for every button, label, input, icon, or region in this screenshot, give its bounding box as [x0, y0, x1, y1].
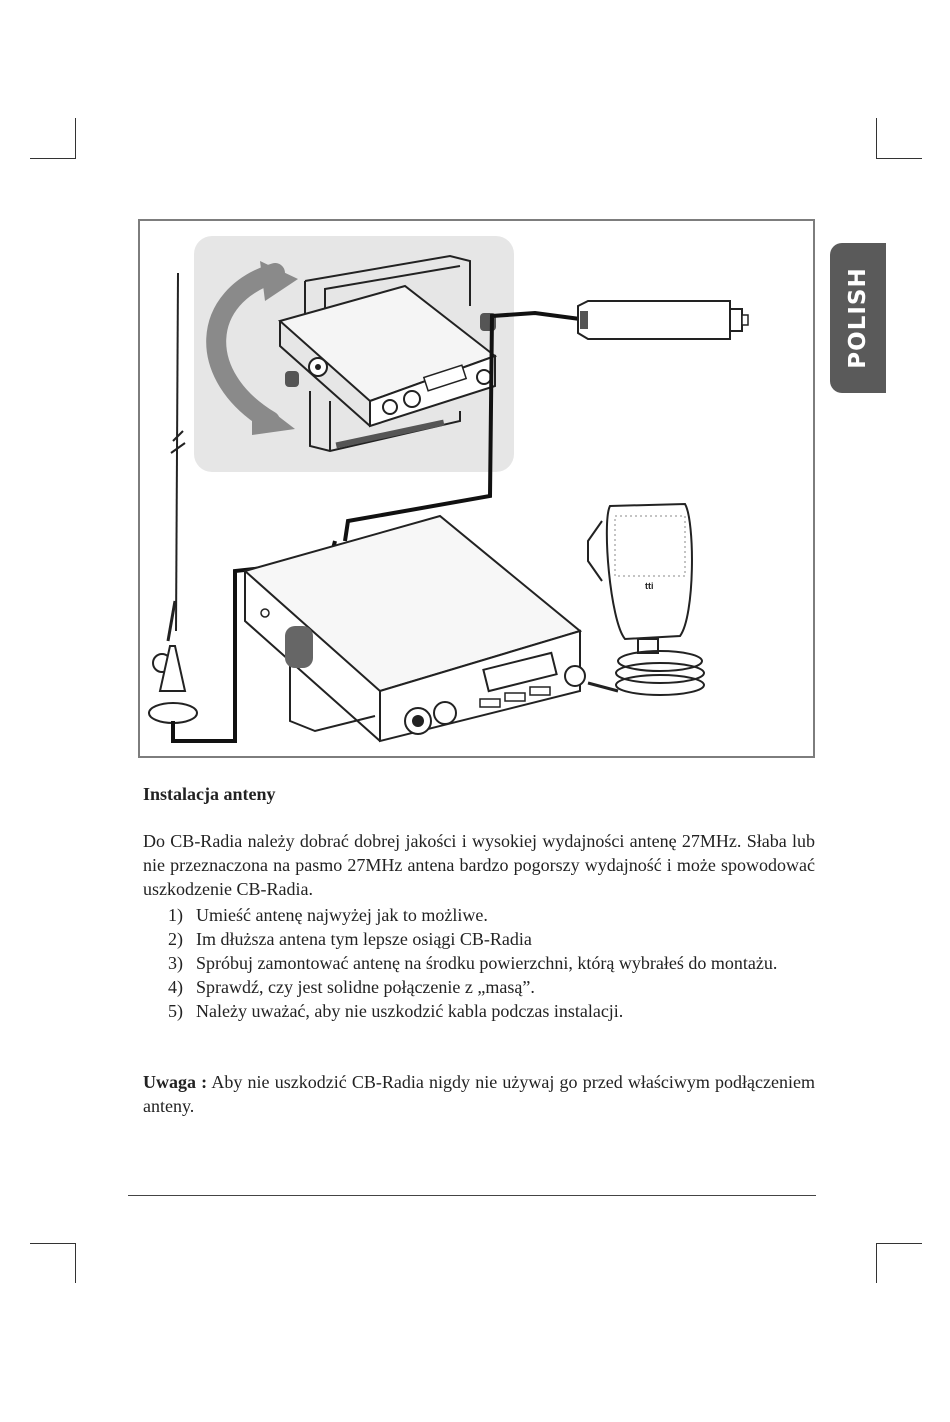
- instruction-list: 1)Umieść antenę najwyżej jak to możliwe.…: [143, 903, 815, 1023]
- crop-mark-top-right-h: [876, 158, 922, 159]
- list-item: 2)Im dłuższa antena tym lepsze osiągi CB…: [168, 929, 532, 949]
- bracket-inset: [194, 236, 514, 472]
- list-item: 4)Sprawdź, czy jest solidne połączenie z…: [168, 977, 535, 997]
- crop-mark-top-left-h: [30, 158, 76, 159]
- list-item: 3)Spróbuj zamontować antenę na środku po…: [168, 953, 778, 973]
- footer-rule: [128, 1195, 816, 1196]
- installation-figure: tti: [138, 219, 815, 758]
- crop-mark-top-right-v: [876, 118, 877, 158]
- crop-mark-bottom-left-h: [30, 1243, 76, 1244]
- intro-paragraph: Do CB-Radia należy dobrać dobrej jakości…: [143, 831, 815, 899]
- warning-note: Uwaga : Aby nie uszkodzić CB-Radia nigdy…: [143, 1070, 815, 1118]
- main-radio: [242, 514, 586, 743]
- language-tab-label: POLISH: [845, 267, 871, 369]
- mic-logo: tti: [645, 581, 654, 591]
- installation-diagram: tti: [148, 236, 749, 743]
- crop-mark-bottom-left-v: [75, 1243, 76, 1283]
- crop-mark-bottom-right-h: [876, 1243, 922, 1244]
- list-item: 5)Należy uważać, aby nie uszkodzić kabla…: [168, 1001, 624, 1021]
- warning-label: Uwaga :: [143, 1072, 208, 1092]
- list-item: 1)Umieść antenę najwyżej jak to możliwe.: [168, 905, 488, 925]
- power-cable: [343, 300, 749, 542]
- crop-mark-bottom-right-v: [876, 1243, 877, 1283]
- section-heading: Instalacja anteny: [143, 784, 276, 804]
- warning-text: Aby nie uszkodzić CB-Radia nigdy nie uży…: [143, 1072, 815, 1116]
- language-tab: POLISH: [830, 243, 886, 393]
- microphone: tti: [587, 502, 705, 696]
- crop-mark-top-left-v: [75, 118, 76, 158]
